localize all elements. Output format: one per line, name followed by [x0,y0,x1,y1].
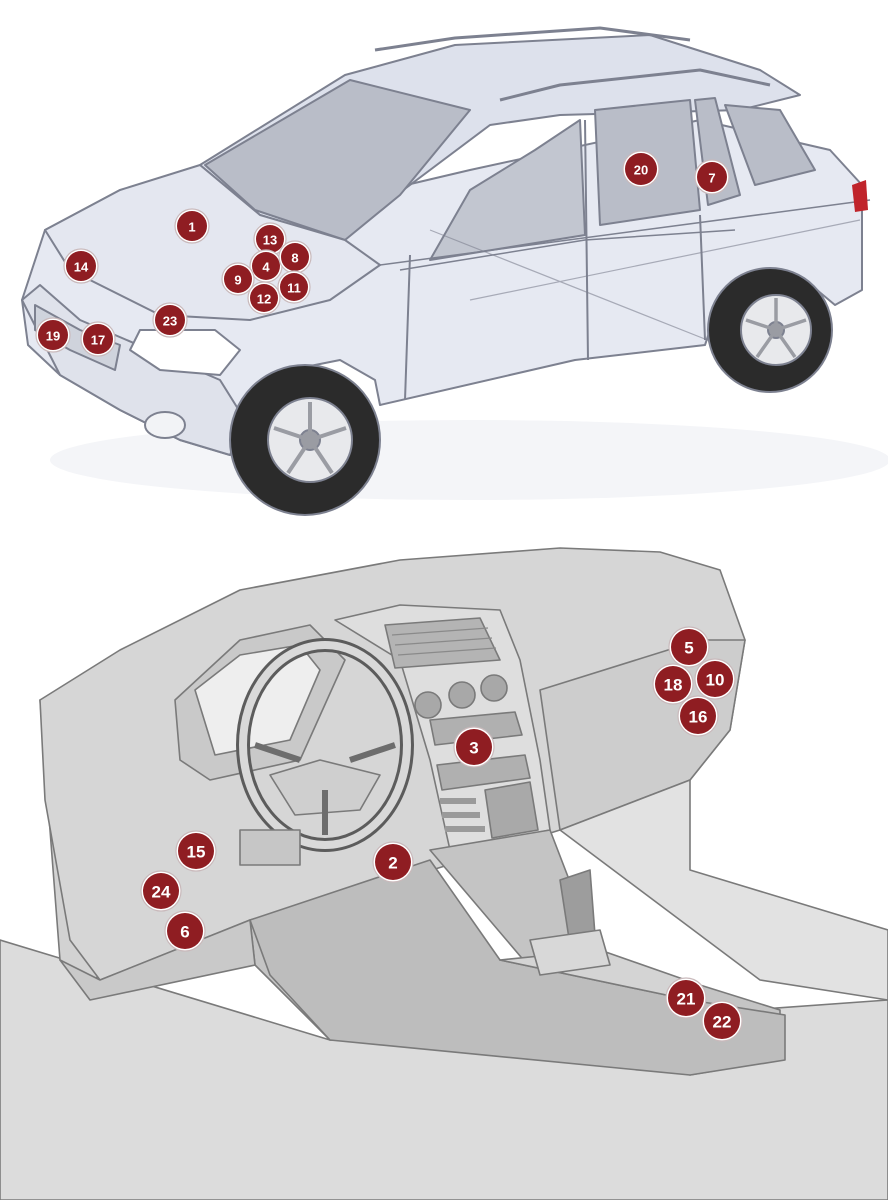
marker-label: 7 [708,171,715,186]
marker-disc [280,273,308,301]
fuse-marker-5[interactable]: 5 [668,626,710,668]
marker-disc [256,225,284,253]
marker-label: 19 [46,329,60,344]
marker-label: 24 [152,883,171,902]
marker-disc [143,873,179,909]
marker-disc [704,1003,740,1039]
marker-label: 17 [91,333,105,348]
fuse-marker-24[interactable]: 24 [140,870,182,912]
marker-disc [155,305,185,335]
fuse-marker-20[interactable]: 20 [622,150,660,188]
marker-label: 8 [291,251,298,266]
marker-disc [66,251,96,281]
fuse-marker-8[interactable]: 8 [278,240,312,274]
interior-fuse-markers: 518 10 16 3 2 15 24 6 21 22 [140,626,743,1042]
fuse-marker-21[interactable]: 21 [665,977,707,1019]
marker-label: 5 [684,639,693,658]
marker-label: 11 [287,281,301,296]
marker-disc [655,666,691,702]
marker-disc [224,265,252,293]
fuse-marker-23[interactable]: 23 [152,302,188,338]
fuse-marker-9[interactable]: 9 [221,262,255,296]
exterior-fuse-markers: 1 13 4 8 9 12 11 14 23 19 17 20 7 [35,150,730,357]
marker-disc [697,162,727,192]
marker-disc [167,913,203,949]
fuse-marker-7[interactable]: 7 [694,159,730,195]
fuse-marker-13[interactable]: 13 [253,222,287,256]
marker-label: 13 [263,233,277,248]
marker-disc [250,284,278,312]
fuse-marker-11[interactable]: 11 [277,270,311,304]
marker-label: 22 [713,1013,732,1032]
marker-label: 1 [188,220,195,235]
fuse-marker-4[interactable]: 4 [249,249,283,283]
car-exterior-illustration [21,26,888,516]
marker-label: 16 [689,708,708,727]
marker-disc [281,243,309,271]
fuse-marker-14[interactable]: 14 [63,248,99,284]
marker-disc [625,153,657,185]
fuse-marker-12[interactable]: 12 [247,281,281,315]
marker-label: 14 [74,260,89,275]
fuse-marker-15[interactable]: 15 [175,830,217,872]
fuse-marker-22[interactable]: 22 [701,1000,743,1042]
marker-label: 4 [262,260,270,275]
marker-label: 6 [180,923,189,942]
marker-disc [252,252,280,280]
fuse-marker-2[interactable]: 2 [372,841,414,883]
marker-disc [680,698,716,734]
fuse-marker-16[interactable]: 16 [677,695,719,737]
fuse-marker-19[interactable]: 19 [35,317,71,353]
marker-label: 2 [388,854,397,873]
marker-label: 3 [469,739,478,758]
marker-label: 18 [664,676,683,695]
marker-disc [697,661,733,697]
marker-disc [178,833,214,869]
marker-label: 12 [257,292,271,307]
marker-label: 9 [234,273,241,288]
fuse-marker-6[interactable]: 6 [164,910,206,952]
marker-disc [456,729,492,765]
marker-disc [38,320,68,350]
marker-label: 23 [163,314,177,329]
marker-disc [83,324,113,354]
marker-disc [668,980,704,1016]
fuse-marker-10[interactable]: 10 [694,658,736,700]
marker-label: 21 [677,990,696,1009]
fuse-marker-3[interactable]: 3 [453,726,495,768]
marker-disc [671,629,707,665]
dashboard-interior-illustration [0,547,888,1200]
fuse-marker-17[interactable]: 17 [80,321,116,357]
marker-label: 10 [706,671,725,690]
marker-disc [375,844,411,880]
marker-label: 20 [634,163,648,178]
fuse-marker-18[interactable]: 18 [652,663,694,705]
fuse-marker-1[interactable]: 1 [174,208,210,244]
marker-label: 15 [187,843,206,862]
marker-disc [177,211,207,241]
